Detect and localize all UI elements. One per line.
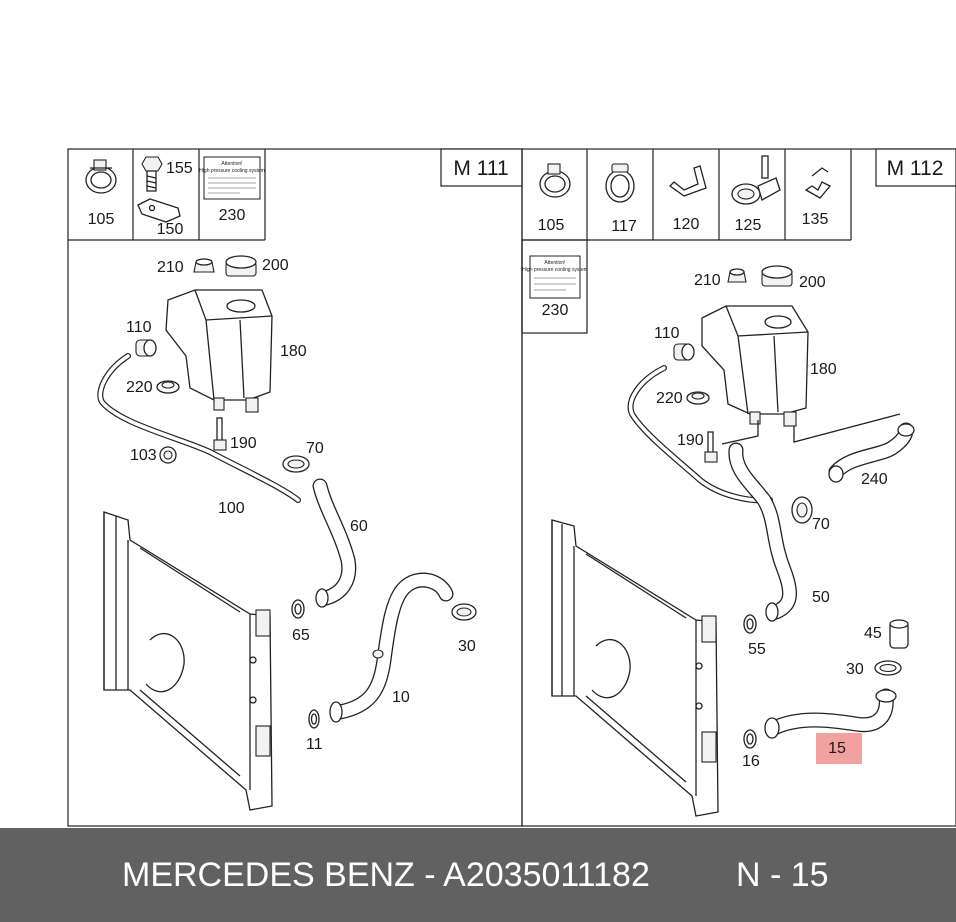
screw-190 — [213, 417, 227, 451]
left-callout-70: 70 — [306, 440, 324, 457]
o-ring-16 — [743, 729, 757, 749]
right-engine-code-box — [875, 148, 956, 187]
left-callout-210: 210 — [157, 259, 184, 276]
left-callout-10: 10 — [392, 689, 410, 706]
hose-clamp-icon — [539, 163, 571, 198]
expansion-tank-180 — [701, 305, 809, 427]
cap-nut-210 — [193, 258, 215, 273]
left-panel: M 111 105 155 150 Attention! High pressu… — [67, 148, 523, 827]
clip-103 — [159, 446, 177, 464]
thumb-125-label: 125 — [735, 217, 762, 234]
right-callout-55: 55 — [748, 641, 766, 658]
right-callout-180: 180 — [810, 361, 837, 378]
bolt-icon — [141, 156, 163, 192]
thumb-120-label: 120 — [673, 216, 700, 233]
hose-clamp-icon — [85, 159, 117, 194]
right-label-line1: Attention! — [544, 260, 565, 266]
footer-bar: MERCEDES BENZ - A2035011182 N - 15 — [0, 828, 956, 922]
expansion-tank-180 — [165, 289, 273, 413]
hose-240 — [828, 422, 915, 483]
clamp-70 — [791, 496, 813, 524]
hose-holder-icon — [731, 155, 781, 205]
right-callout-210: 210 — [694, 272, 721, 289]
left-callout-103: 103 — [130, 447, 157, 464]
left-callout-11: 11 — [306, 736, 323, 753]
thumb-155-label: 155 — [166, 160, 193, 177]
spring-clamp-icon — [605, 163, 635, 203]
right-callout-200: 200 — [799, 274, 826, 291]
bracket-icon — [137, 198, 181, 223]
left-label-line2: High pressure cooling system — [199, 168, 265, 174]
footer-part-number: MERCEDES BENZ - A2035011182 — [122, 856, 650, 894]
warning-label-icon: Attention! High pressure cooling system — [199, 156, 265, 200]
right-callout-50: 50 — [812, 589, 830, 606]
right-callout-30: 30 — [846, 661, 864, 678]
clamp-70 — [282, 455, 310, 473]
o-ring-55 — [743, 614, 757, 634]
thumb-135-label: 135 — [802, 211, 829, 228]
clamp-110 — [135, 339, 157, 357]
clamp-110 — [673, 343, 695, 361]
vent-hose — [627, 365, 773, 504]
o-ring-11 — [308, 709, 320, 729]
thumb-150-label: 150 — [157, 221, 184, 238]
right-callout-240: 240 — [861, 471, 888, 488]
right-callout-110: 110 — [654, 325, 680, 342]
thumb-230-label: 230 — [219, 207, 246, 224]
grommet-220 — [686, 391, 710, 405]
left-callout-30: 30 — [458, 638, 476, 655]
left-callout-200: 200 — [262, 257, 289, 274]
highlighted-callout-15: 15 — [828, 740, 846, 757]
right-callout-70: 70 — [812, 516, 830, 533]
right-engine-code: M 112 — [887, 157, 944, 180]
thumb-105-label: 105 — [88, 211, 115, 228]
hose-50 — [728, 442, 798, 622]
right-panel: M 112 105 117 120 125 — [521, 148, 956, 827]
clamp-30 — [874, 660, 902, 676]
left-callout-110: 110 — [126, 319, 152, 336]
left-callout-100: 100 — [218, 500, 245, 517]
left-engine-code-box — [440, 148, 523, 187]
right-thumb-105-label: 105 — [538, 217, 565, 234]
filler-cap-200 — [761, 265, 793, 287]
left-panel-frame — [67, 148, 523, 827]
hose-10 — [329, 572, 454, 723]
right-callout-16: 16 — [742, 753, 760, 770]
screw-190 — [704, 431, 718, 463]
warning-label-icon: Attention! High pressure cooling system — [522, 255, 588, 299]
right-label-line2: High pressure cooling system — [522, 267, 588, 273]
right-callout-220: 220 — [656, 390, 683, 407]
left-callout-220: 220 — [126, 379, 153, 396]
clamp-30 — [451, 603, 477, 621]
cap-nut-210 — [727, 268, 747, 283]
hose-60 — [312, 478, 357, 608]
coupling-45 — [889, 619, 909, 649]
retaining-clip-icon — [804, 167, 832, 199]
footer-position: N - 15 — [736, 856, 829, 894]
clip-icon — [668, 165, 707, 197]
left-callout-190: 190 — [230, 435, 257, 452]
vent-hose-100 — [97, 353, 301, 503]
highlight-box — [816, 733, 862, 764]
o-ring-65 — [291, 599, 305, 619]
left-callout-60: 60 — [350, 518, 368, 535]
left-label-line1: Attention! — [221, 161, 242, 167]
right-callout-45: 45 — [864, 625, 882, 642]
grommet-220 — [156, 380, 180, 394]
hose-15 — [764, 688, 897, 739]
right-radiator — [551, 519, 719, 817]
right-thumb-230-label: 230 — [542, 302, 569, 319]
left-callout-65: 65 — [292, 627, 310, 644]
right-callout-190: 190 — [677, 432, 704, 449]
filler-cap-200 — [225, 255, 257, 277]
left-callout-180: 180 — [280, 343, 307, 360]
left-engine-code: M 111 — [453, 157, 508, 180]
right-panel-frame — [521, 148, 956, 827]
thumb-117-label: 117 — [611, 218, 637, 235]
left-radiator — [103, 511, 273, 811]
